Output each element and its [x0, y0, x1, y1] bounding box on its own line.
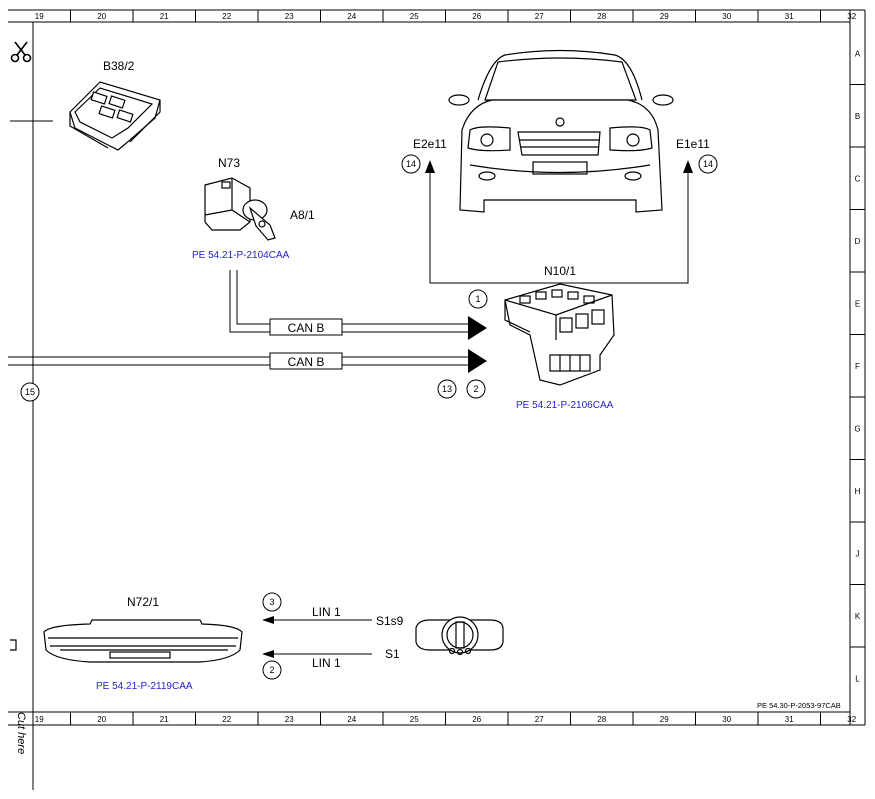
grid-column-top-label: 29 — [660, 12, 669, 21]
grid-row-label: B — [855, 112, 860, 121]
can-b-arrow-bottom — [468, 349, 487, 373]
doc-ref: PE 54.30-P-2053-97CAB — [757, 701, 841, 710]
grid-column-bottom-label: 31 — [785, 715, 794, 724]
b38-2-label: B38/2 — [103, 59, 135, 73]
s1s9-label: S1s9 — [376, 614, 404, 628]
grid-column-bottom-label: 27 — [535, 715, 544, 724]
grid-column-top-label: 25 — [410, 12, 419, 21]
grid-row-label: L — [855, 674, 860, 683]
can-b-line-top — [229, 270, 470, 333]
lin-label-top: LIN 1 — [312, 605, 341, 619]
e2e11-label: E2e11 — [413, 137, 447, 151]
can-b-box-bottom — [269, 352, 343, 370]
svg-text:15: 15 — [25, 387, 35, 397]
e2e11-marker: 14 — [401, 154, 421, 174]
grid-column-bottom-label: 23 — [285, 715, 294, 724]
n10-pin-13-marker: 13 — [437, 379, 457, 399]
svg-text:2: 2 — [269, 665, 274, 675]
n10-1-label: N10/1 — [544, 264, 576, 278]
svg-text:1: 1 — [475, 294, 480, 304]
scissors-icon — [10, 41, 32, 63]
lin-arrow-bottom — [262, 650, 274, 658]
grid-row-label: D — [855, 237, 861, 246]
grid-column-top-label: 26 — [472, 12, 481, 21]
grid-columns-bottom: 19 20 21 22 23 24 25 26 27 28 29 30 31 32 — [35, 712, 857, 725]
cut-here-text: Cut here — [15, 712, 27, 754]
grid-column-top-label: 20 — [97, 12, 106, 21]
sam-module-icon — [504, 283, 615, 386]
grid-column-bottom-label: 19 — [35, 715, 44, 724]
e1e11-label: E1e11 — [676, 137, 710, 151]
a8-1-label: A8/1 — [290, 208, 315, 222]
light-switch-icon — [415, 616, 504, 656]
frame — [8, 9, 866, 790]
grid-column-top-label: 30 — [722, 12, 731, 21]
n73-ref: PE 54.21-P-2104CAA — [192, 250, 290, 261]
n72-1-label: N72/1 — [127, 595, 159, 609]
grid-column-bottom-label: 22 — [222, 715, 231, 724]
lin-label-bottom: LIN 1 — [312, 656, 341, 670]
can-b-box-top — [269, 318, 343, 336]
grid-column-top-label: 21 — [160, 12, 169, 21]
rain-sensor-icon — [69, 81, 161, 151]
grid-rows-right: A B C D E F G H J K L — [850, 49, 865, 683]
lin-pin-3-marker: 3 — [262, 592, 282, 612]
can-b-label-top: CAN B — [288, 321, 325, 335]
can-b-line-bottom — [8, 356, 470, 366]
grid-column-top-label: 22 — [222, 12, 231, 21]
grid-column-bottom-label: 26 — [472, 715, 481, 724]
grid-column-bottom-label: 24 — [347, 715, 356, 724]
grid-row-label: H — [855, 487, 861, 496]
grid-column-top-label: 27 — [535, 12, 544, 21]
grid-column-top-label: 28 — [597, 12, 606, 21]
svg-text:14: 14 — [703, 159, 713, 169]
car-front-icon — [448, 49, 674, 213]
grid-column-bottom-label: 28 — [597, 715, 606, 724]
grid-column-top-label: 23 — [285, 12, 294, 21]
grid-column-bottom-label: 25 — [410, 715, 419, 724]
e1e11-marker: 14 — [698, 154, 718, 174]
n10-pin-2-marker: 2 — [466, 379, 486, 399]
light-signal-lines — [429, 172, 689, 284]
grid-row-label: A — [855, 49, 861, 58]
grid-column-bottom-label: 29 — [660, 715, 669, 724]
n73-label: N73 — [218, 156, 240, 170]
grid-column-bottom-label: 32 — [847, 715, 856, 724]
n10-1-ref: PE 54.21-P-2106CAA — [516, 400, 614, 411]
grid-column-bottom-label: 30 — [722, 715, 731, 724]
n10-pin-1-marker: 1 — [468, 289, 488, 309]
cut-bracket — [10, 639, 17, 651]
grid-column-bottom-label: 20 — [97, 715, 106, 724]
grid-column-top-label: 31 — [785, 12, 794, 21]
grid-columns-top: 19 20 21 22 23 24 25 26 27 28 29 30 31 32 — [35, 10, 857, 22]
grid-row-label: C — [855, 174, 861, 183]
left-15-marker: 15 — [20, 382, 40, 402]
grid-column-top-label: 32 — [847, 12, 856, 21]
svg-text:13: 13 — [442, 384, 452, 394]
arrow-e2e11 — [425, 160, 435, 173]
grid-row-label: F — [855, 362, 860, 371]
can-b-label-bottom: CAN B — [288, 355, 325, 369]
arrow-e1e11 — [683, 160, 693, 173]
n72-1-ref: PE 54.21-P-2119CAA — [96, 681, 193, 692]
svg-text:3: 3 — [269, 597, 274, 607]
grid-column-top-label: 19 — [35, 12, 44, 21]
svg-text:14: 14 — [406, 159, 416, 169]
lin-arrow-top — [262, 616, 274, 624]
grid-row-label: G — [854, 424, 860, 433]
grid-row-label: K — [855, 612, 861, 621]
s1-label: S1 — [385, 647, 400, 661]
grid-row-label: J — [856, 549, 860, 558]
grid-row-label: E — [855, 299, 860, 308]
svg-text:2: 2 — [473, 384, 478, 394]
control-panel-icon — [43, 619, 243, 663]
grid-column-top-label: 24 — [347, 12, 356, 21]
lin-pin-2-marker: 2 — [262, 660, 282, 680]
grid-column-bottom-label: 21 — [160, 715, 169, 724]
ignition-switch-icon — [204, 177, 276, 241]
can-b-arrow-top — [468, 316, 487, 340]
